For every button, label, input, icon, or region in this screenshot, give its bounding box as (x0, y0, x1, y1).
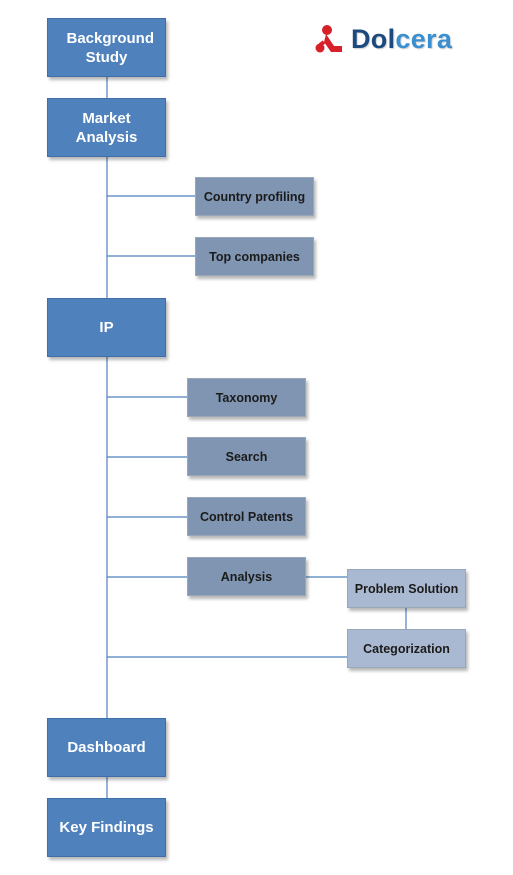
substep-label: Taxonomy (215, 390, 278, 405)
substep-label: Control Patents (199, 509, 294, 524)
step-label: Background Study (66, 29, 155, 66)
step-dashboard: Dashboard (47, 718, 166, 777)
step-market-analysis: Market Analysis (47, 98, 166, 157)
substep-control-patents: Control Patents (187, 497, 306, 536)
step-background-study: Background Study (47, 18, 166, 77)
dolcera-wordmark: Dolcera (351, 23, 453, 54)
substep-taxonomy: Taxonomy (187, 378, 306, 417)
step-label: Dashboard (67, 739, 146, 756)
substep-analysis: Analysis (187, 557, 306, 596)
step-ip: IP (47, 298, 166, 357)
substep-top-companies: Top companies (195, 237, 314, 276)
step-label: Key Findings (59, 819, 154, 836)
substep-label: Problem Solution (354, 581, 459, 596)
substep-problem-solution: Problem Solution (347, 569, 466, 608)
substep-label: Categorization (363, 641, 450, 656)
dolcera-logo: Dolcera (314, 22, 452, 56)
substep-label: Top companies (209, 249, 300, 264)
dolcera-mark-icon (315, 25, 342, 53)
step-label: IP (99, 319, 114, 336)
step-key-findings: Key Findings (47, 798, 166, 857)
substep-categorization: Categorization (347, 629, 466, 668)
substep-search: Search (187, 437, 306, 476)
substep-label: Search (225, 449, 268, 464)
step-label: Market Analysis (75, 109, 138, 146)
substep-label: Country profiling (203, 189, 306, 204)
substep-country-profiling: Country profiling (195, 177, 314, 216)
substep-label: Analysis (220, 569, 273, 584)
